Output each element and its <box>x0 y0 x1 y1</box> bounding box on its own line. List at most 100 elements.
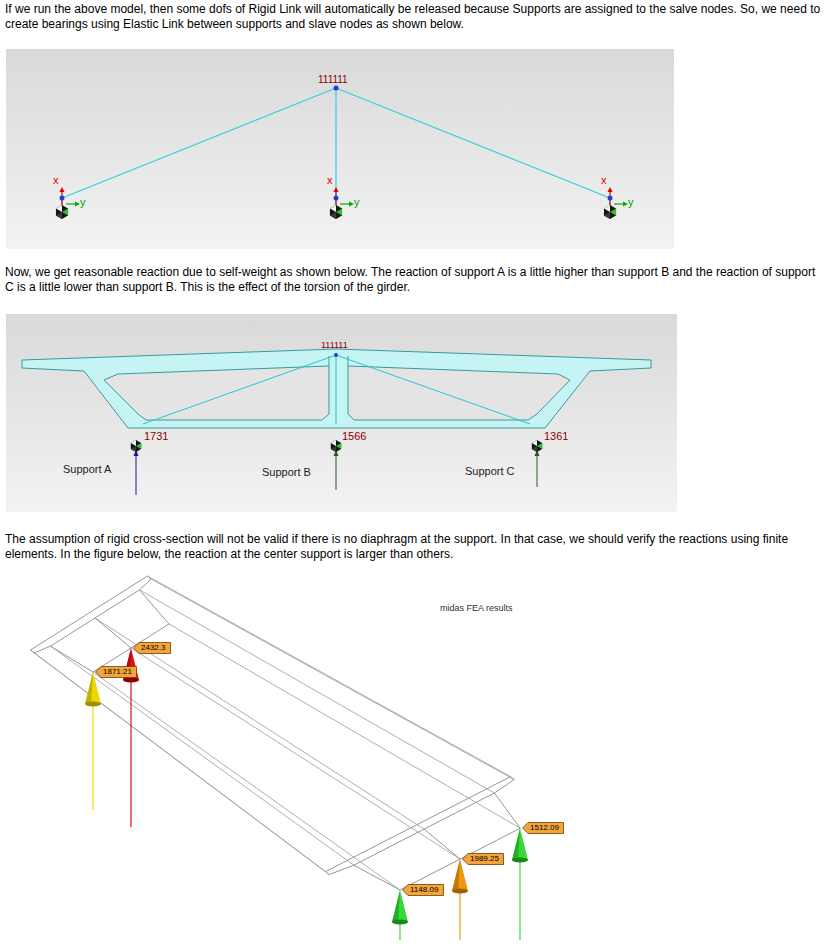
rigid-link-line <box>336 88 610 198</box>
figure-caption: midas FEA results <box>440 603 513 613</box>
support-face <box>56 212 62 219</box>
reaction-arrow <box>537 451 538 487</box>
section-outline <box>424 829 460 859</box>
web-outline <box>348 356 349 366</box>
reaction-line <box>459 891 460 940</box>
reaction-value: 1512.09 <box>522 822 564 833</box>
cone-base <box>512 858 528 863</box>
value-tag: 1871.21 <box>95 666 137 678</box>
reaction-value: 1148.09 <box>402 884 444 895</box>
reaction-line <box>92 704 93 810</box>
girder-section <box>22 349 651 428</box>
tag-shape <box>134 643 171 654</box>
body-paragraph: The assumption of rigid cross-section wi… <box>5 532 823 562</box>
girder-edge <box>93 672 400 890</box>
axis-arrowhead <box>349 202 354 207</box>
reaction-line <box>519 860 520 940</box>
axis-arrowhead <box>334 187 339 192</box>
cone-base <box>123 678 139 683</box>
reaction-line <box>130 680 131 827</box>
tag-shape <box>463 854 504 865</box>
tag-shape <box>96 667 137 678</box>
cone-shade <box>512 828 520 861</box>
reaction-arrow <box>336 451 337 490</box>
cone-shade <box>452 859 460 892</box>
support-face <box>331 440 336 446</box>
rigid-link-line <box>62 88 336 198</box>
reaction-cone <box>85 672 101 704</box>
tag-shape <box>403 885 444 896</box>
section-outline <box>139 590 169 624</box>
support-face <box>131 446 136 452</box>
reaction-value: 1989.25 <box>462 853 504 864</box>
axis-label: y <box>628 196 634 209</box>
girder-edge <box>169 624 520 828</box>
axis-label: x <box>327 174 333 187</box>
master-node <box>334 86 339 91</box>
support-face <box>336 209 342 216</box>
support-label: Support B <box>262 466 311 479</box>
girder-edge <box>131 648 460 859</box>
support-face <box>330 212 336 219</box>
support-hexagon <box>131 440 141 452</box>
value-tag: 1512.09 <box>522 822 564 834</box>
section-outline <box>31 576 148 650</box>
support-hexagon <box>56 205 68 219</box>
support-symbol <box>331 440 341 452</box>
support-face <box>604 205 610 212</box>
support-symbol <box>131 440 141 452</box>
axis-arrowhead <box>608 187 613 192</box>
girder-cell <box>348 366 570 420</box>
rigid-link-line <box>336 355 337 424</box>
section-outline <box>354 865 400 890</box>
node-number: 1361 <box>544 430 568 443</box>
girder-edge <box>151 579 514 780</box>
section-outline <box>494 793 520 828</box>
girder-edge <box>139 590 494 793</box>
cone-shade <box>85 672 93 705</box>
node-number: 111111 <box>321 340 348 350</box>
screenshot-panel <box>6 49 674 249</box>
node-number: 1566 <box>342 430 366 443</box>
reaction-cone <box>452 859 468 891</box>
screenshot-panel <box>6 314 677 512</box>
section-outline <box>34 646 50 653</box>
slave-node <box>334 196 339 201</box>
support-face <box>532 446 537 452</box>
support-label: Support C <box>465 465 515 478</box>
master-node <box>334 353 338 357</box>
slave-node <box>60 196 65 201</box>
reaction-cone <box>512 828 528 860</box>
node-number: 1731 <box>144 430 168 443</box>
support-symbol <box>330 205 342 219</box>
support-symbol <box>604 205 616 219</box>
section-outline <box>139 579 151 590</box>
support-face <box>336 443 341 449</box>
cone-base <box>392 920 408 925</box>
axis-label: y <box>80 196 86 209</box>
support-face <box>331 446 336 452</box>
support-symbol <box>56 205 68 219</box>
body-paragraph: Now, we get reasonable reaction due to s… <box>5 265 823 295</box>
section-outline <box>329 865 354 874</box>
support-symbol <box>532 440 542 452</box>
section-outline <box>494 780 514 793</box>
support-hexagon <box>604 205 616 219</box>
girder-edge <box>95 618 424 829</box>
rigid-link-line <box>336 355 530 424</box>
support-face <box>610 209 616 216</box>
cone-shade <box>392 890 400 923</box>
axis-arrowhead <box>623 202 628 207</box>
axis-label: y <box>354 196 360 209</box>
reaction-arrow <box>136 451 137 495</box>
value-tag: 1989.25 <box>462 853 504 865</box>
support-face <box>56 205 62 212</box>
y-axis-arrow <box>340 203 350 204</box>
rigid-link-line <box>143 355 336 424</box>
support-hexagon <box>532 440 542 452</box>
value-tag: 1148.09 <box>402 884 444 896</box>
reaction-value: 1871.21 <box>95 666 137 677</box>
section-outline <box>51 646 93 672</box>
girder-cell <box>104 366 329 420</box>
